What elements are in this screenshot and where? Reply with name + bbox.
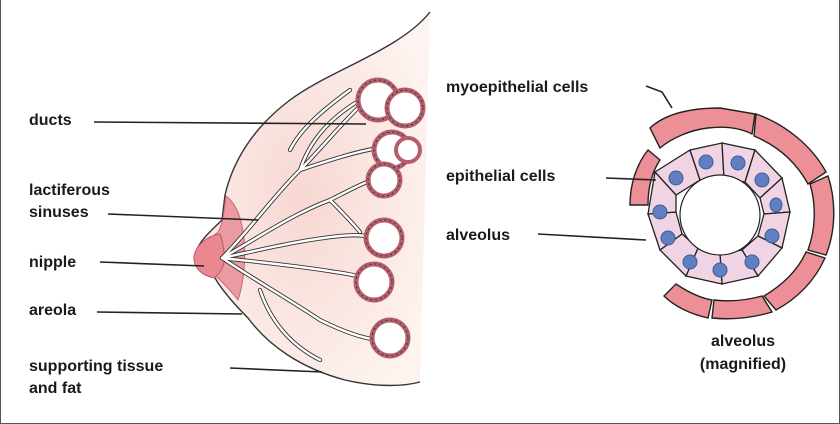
label-ducts: ducts <box>29 112 72 129</box>
label-nipple: nipple <box>29 254 76 271</box>
label-lactiferous: lactiferous <box>29 182 110 199</box>
lobule <box>372 320 408 356</box>
lobule <box>368 164 400 196</box>
label-myoepithelial-cells: myoepithelial cells <box>446 79 588 96</box>
label-areola: areola <box>29 302 76 319</box>
label-sinuses: sinuses <box>29 204 89 221</box>
label-and-fat: and fat <box>29 380 82 397</box>
label-magnified: (magnified) <box>700 356 786 373</box>
lobule <box>366 220 402 256</box>
label-alveolus-magnified: alveolus <box>711 333 775 350</box>
label-supporting-tissue: supporting tissue <box>29 358 163 375</box>
alveolus-lumen <box>680 175 760 255</box>
nipple-shape <box>194 234 225 278</box>
lobule <box>356 264 392 300</box>
magnified-alveolus <box>630 108 834 319</box>
label-alveolus: alveolus <box>446 227 510 244</box>
label-epithelial-cells: epithelial cells <box>446 168 555 185</box>
